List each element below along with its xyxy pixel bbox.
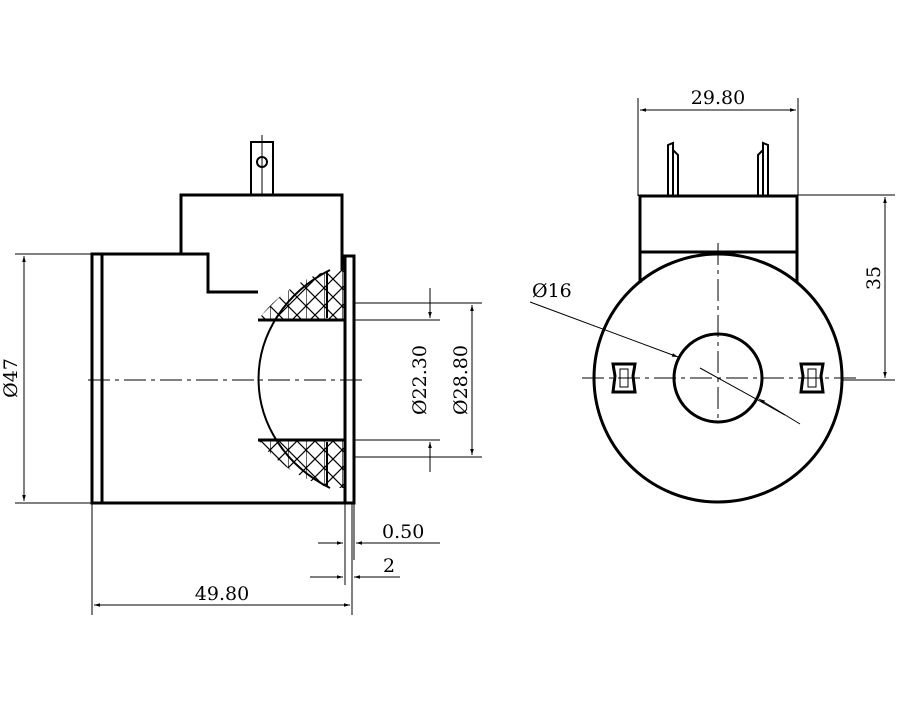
terminal-pin xyxy=(250,135,274,196)
ext-lines xyxy=(637,98,799,196)
dim-height: 35 xyxy=(863,266,885,290)
ext-lines xyxy=(797,194,895,381)
dim-inner-bore: Ø22.30 xyxy=(409,345,431,415)
dim-plate-thickness: 2 xyxy=(383,555,395,577)
leader-line xyxy=(699,367,786,416)
bore-lines xyxy=(258,318,345,442)
coil-body xyxy=(102,252,345,505)
leader-line xyxy=(529,301,679,358)
dim-outer-bore: Ø28.80 xyxy=(450,345,472,415)
housing xyxy=(638,194,799,283)
dim-hole: Ø16 xyxy=(532,280,572,302)
dim-width: 29.80 xyxy=(691,87,745,109)
coil-flange xyxy=(90,252,104,505)
ext-lines xyxy=(15,253,92,504)
section-arc xyxy=(257,269,331,489)
dim-diameter-outer: Ø47 xyxy=(0,358,22,398)
dim-plate-gap: 0.50 xyxy=(382,521,424,543)
terminal-pins xyxy=(667,141,769,196)
ext-lines xyxy=(355,302,482,458)
leader-arrow xyxy=(758,398,801,425)
side-view: Ø47 Ø22.30 Ø28.80 0.50 2 49.80 xyxy=(0,135,482,615)
front-view: 29.80 35 Ø16 xyxy=(529,87,895,504)
dim-length: 49.80 xyxy=(195,583,249,605)
ext-lines xyxy=(91,503,355,615)
